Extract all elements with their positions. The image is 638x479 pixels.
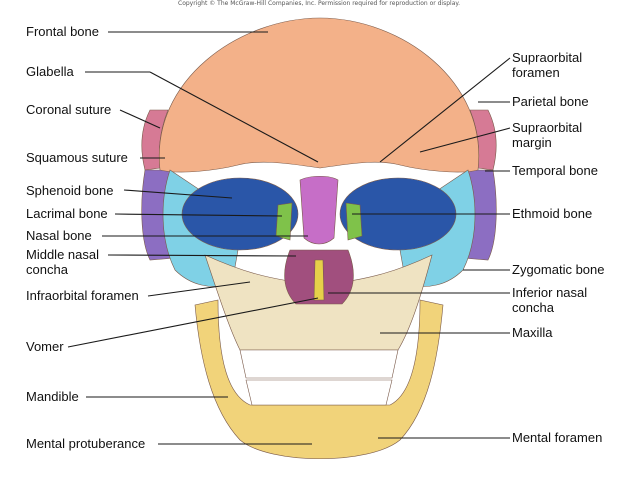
upper-teeth xyxy=(239,349,399,379)
leader-lacrimal-bone xyxy=(114,213,283,217)
nasal-bone xyxy=(299,175,339,245)
ethmoid-bone-left xyxy=(275,202,293,241)
label-foramen: foramen xyxy=(512,65,560,80)
label-glabella: Glabella xyxy=(26,64,74,79)
label-infraorbital-foramen: Infraorbital foramen xyxy=(26,288,139,303)
frontal-bone xyxy=(158,17,480,173)
label-vomer: Vomer xyxy=(26,339,64,354)
leader-vomer xyxy=(67,297,319,348)
label-parietal-bone: Parietal bone xyxy=(512,94,589,109)
leader-glabella-2 xyxy=(149,71,319,163)
label-mental-protuberance: Mental protuberance xyxy=(26,436,146,451)
leader-coronal-suture xyxy=(119,109,161,129)
label-squamous-suture: Squamous suture xyxy=(26,150,128,165)
label-margin: margin xyxy=(512,135,552,150)
label-maxilla: Maxilla xyxy=(512,325,553,340)
label-mandible: Mandible xyxy=(26,389,79,404)
copyright-notice: Copyright © The McGraw-Hill Companies, I… xyxy=(178,0,460,7)
leader-sphenoid-bone xyxy=(123,189,233,199)
vomer xyxy=(313,259,325,301)
label-concha-right: concha xyxy=(512,300,554,315)
label-middle-nasal: Middle nasal xyxy=(26,247,99,262)
label-sphenoid-bone: Sphenoid bone xyxy=(26,183,114,198)
label-mental-foramen: Mental foramen xyxy=(512,430,603,445)
lower-teeth xyxy=(245,379,393,406)
label-temporal-bone: Temporal bone xyxy=(512,163,598,178)
label-zygomatic-bone: Zygomatic bone xyxy=(512,262,605,277)
label-frontal-bone: Frontal bone xyxy=(26,24,99,39)
leader-supraorbital-foramen xyxy=(379,57,511,163)
ethmoid-bone-right xyxy=(345,202,363,241)
label-nasal-bone: Nasal bone xyxy=(26,228,92,243)
label-inferior-nasal: Inferior nasal xyxy=(512,285,588,300)
leader-middle-nasal-concha xyxy=(107,254,297,257)
mandible xyxy=(194,299,444,460)
label-lacrimal-bone: Lacrimal bone xyxy=(26,206,108,221)
label-supraorbital: Supraorbital xyxy=(512,50,583,65)
label-supraorbital-2: Supraorbital xyxy=(512,120,583,135)
label-concha-left: concha xyxy=(26,262,68,277)
leader-infraorbital-foramen xyxy=(147,281,251,297)
leader-supraorbital-margin xyxy=(419,127,511,153)
label-ethmoid-bone: Ethmoid bone xyxy=(512,206,593,221)
label-coronal-suture: Coronal suture xyxy=(26,102,112,117)
